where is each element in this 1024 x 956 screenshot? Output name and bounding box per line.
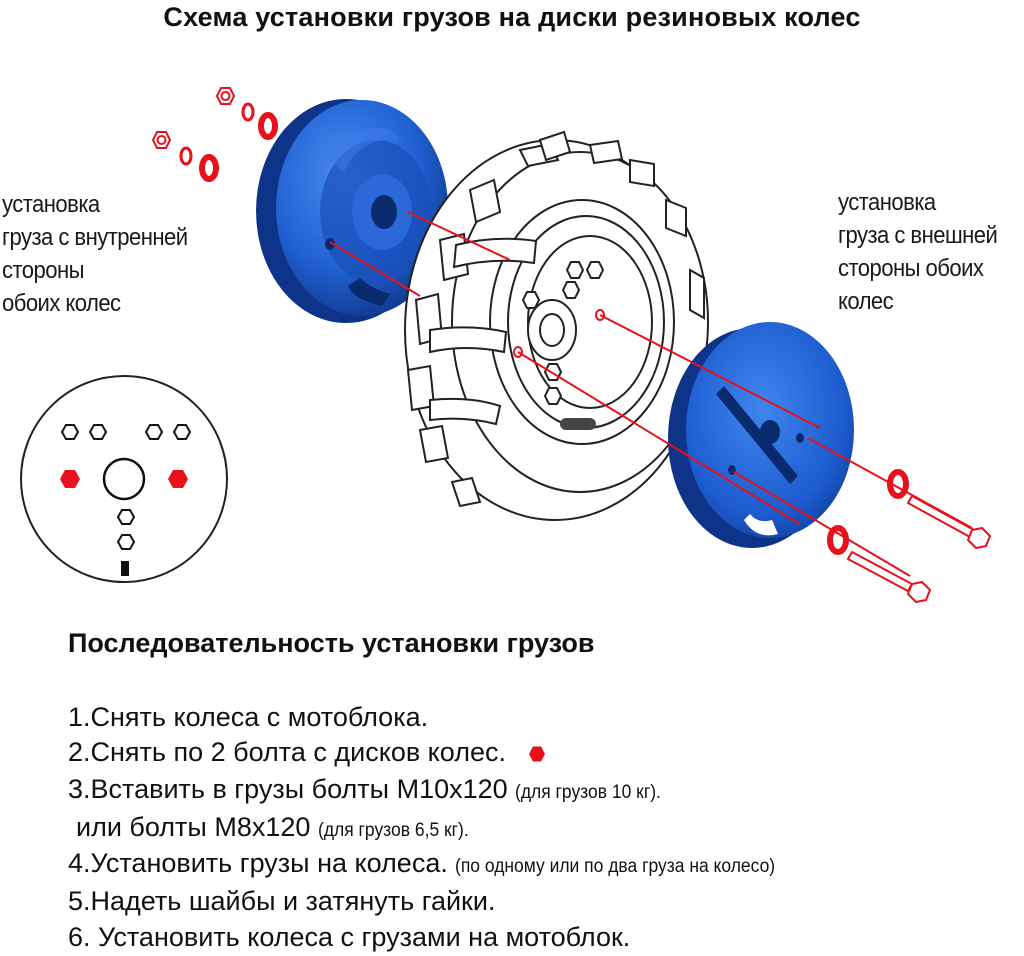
bolt-pattern-schematic xyxy=(20,375,228,583)
diagram-title: Схема установки грузов на диски резиновы… xyxy=(163,2,861,32)
center-hole xyxy=(102,457,146,501)
label-line: колес xyxy=(838,288,894,315)
step-3: 3.Вставить в грузы болты М10х120 (для гр… xyxy=(68,774,674,805)
step-5: 5.Надеть шайбы и затянуть гайки. xyxy=(68,886,496,916)
step-3-note: (для грузов 10 кг). xyxy=(515,782,662,803)
step-4-note: (по одному или по два груза на колесо) xyxy=(455,856,776,877)
red-hexagon-icon xyxy=(528,746,545,762)
label-inner-side: установка груза с внутренней стороны обо… xyxy=(2,188,188,320)
step-2-text: 2.Снять по 2 болта с дисков колес. xyxy=(68,737,506,767)
step-3-alt-note: (для грузов 6,5 кг). xyxy=(317,820,469,841)
wheel xyxy=(404,130,709,521)
sequence-title: Последовательность установки грузов xyxy=(68,628,595,658)
step-3-alt-text: или болты М8х120 xyxy=(76,812,311,842)
weight-inner xyxy=(256,99,448,323)
step-3-text: 3.Вставить в грузы болты М10х120 xyxy=(68,774,508,804)
label-line: обоих колес xyxy=(2,290,121,317)
step-4: 4.Установить грузы на колеса. (по одному… xyxy=(68,848,803,879)
label-line: груза с внутренней xyxy=(2,224,188,251)
step-1: 1.Снять колеса с мотоблока. xyxy=(68,702,429,732)
hex-holes xyxy=(60,424,192,550)
label-line: стороны обоих xyxy=(838,255,984,282)
weight-outer xyxy=(668,322,854,548)
red-hexagon-icon xyxy=(60,470,188,488)
step-2: 2.Снять по 2 болта с дисков колес. xyxy=(68,737,546,768)
label-line: стороны xyxy=(2,257,85,284)
label-line: груза с внешней xyxy=(838,222,998,249)
slot-mark xyxy=(121,561,129,576)
washers-bolts-right xyxy=(827,469,992,604)
step-6: 6. Установить колеса с грузами на мотобл… xyxy=(68,922,631,952)
wheel-assembly-diagram xyxy=(20,87,992,604)
nuts-washers-left xyxy=(151,87,278,182)
step-4-text: 4.Установить грузы на колеса. xyxy=(68,848,448,878)
label-line: установка xyxy=(838,189,936,216)
label-outer-side: установка груза с внешней стороны обоих … xyxy=(838,186,998,318)
label-line: установка xyxy=(2,191,100,218)
step-3-alt: или болты М8х120 (для грузов 6,5 кг). xyxy=(76,812,482,843)
